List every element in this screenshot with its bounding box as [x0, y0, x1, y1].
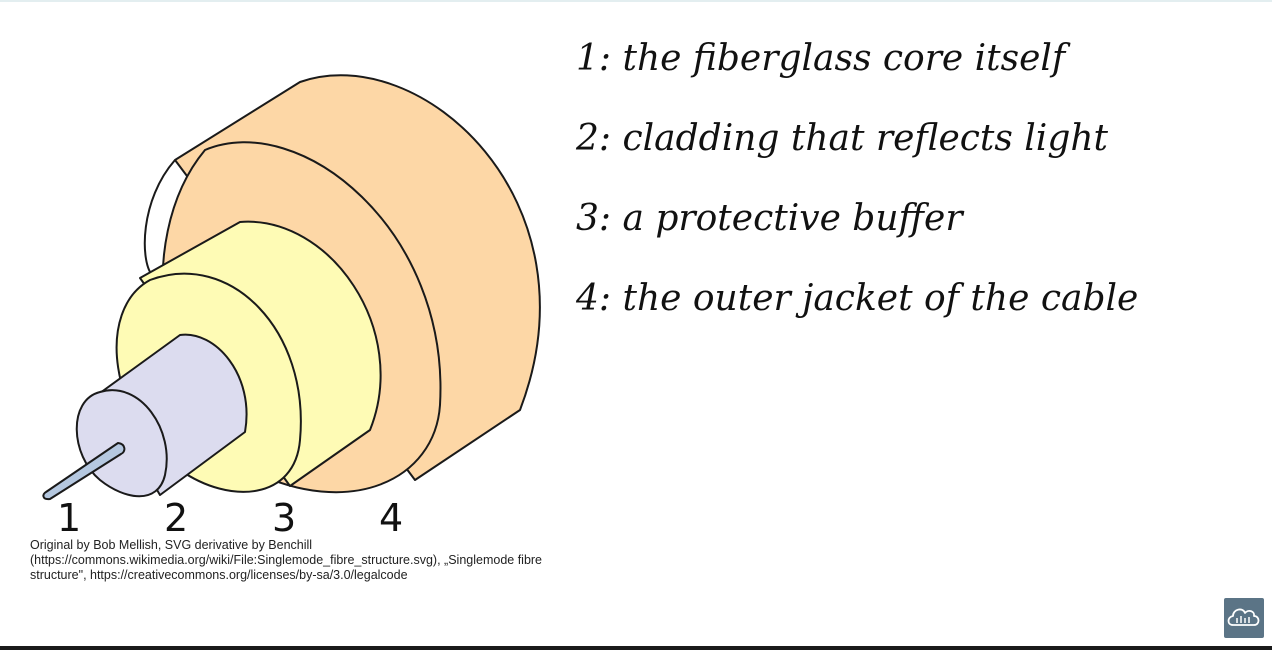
label-buffer: 3: a protective buffer: [576, 198, 963, 239]
label-core: 1: the fiberglass core itself: [576, 38, 1066, 79]
layer-description-list: 1: the fiberglass core itself 2: claddin…: [576, 36, 1138, 356]
bottom-rule: [0, 646, 1272, 650]
core-fiber: [42, 442, 126, 501]
label-jacket: 4: the outer jacket of the cable: [576, 278, 1139, 319]
layer-number-3: 3: [272, 496, 296, 540]
label-cladding: 2: cladding that reflects light: [576, 118, 1109, 159]
jacket-top-face: [143, 159, 176, 276]
layer-number-2: 2: [164, 496, 188, 540]
top-rule: [0, 0, 1272, 2]
image-attribution: Original by Bob Mellish, SVG derivative …: [30, 538, 543, 582]
layer-number-4: 4: [379, 496, 403, 540]
cloud-logo-icon[interactable]: [1224, 598, 1264, 638]
fiber-cable-diagram: 1 2 3 4: [42, 74, 541, 540]
layer-number-1: 1: [57, 496, 81, 540]
